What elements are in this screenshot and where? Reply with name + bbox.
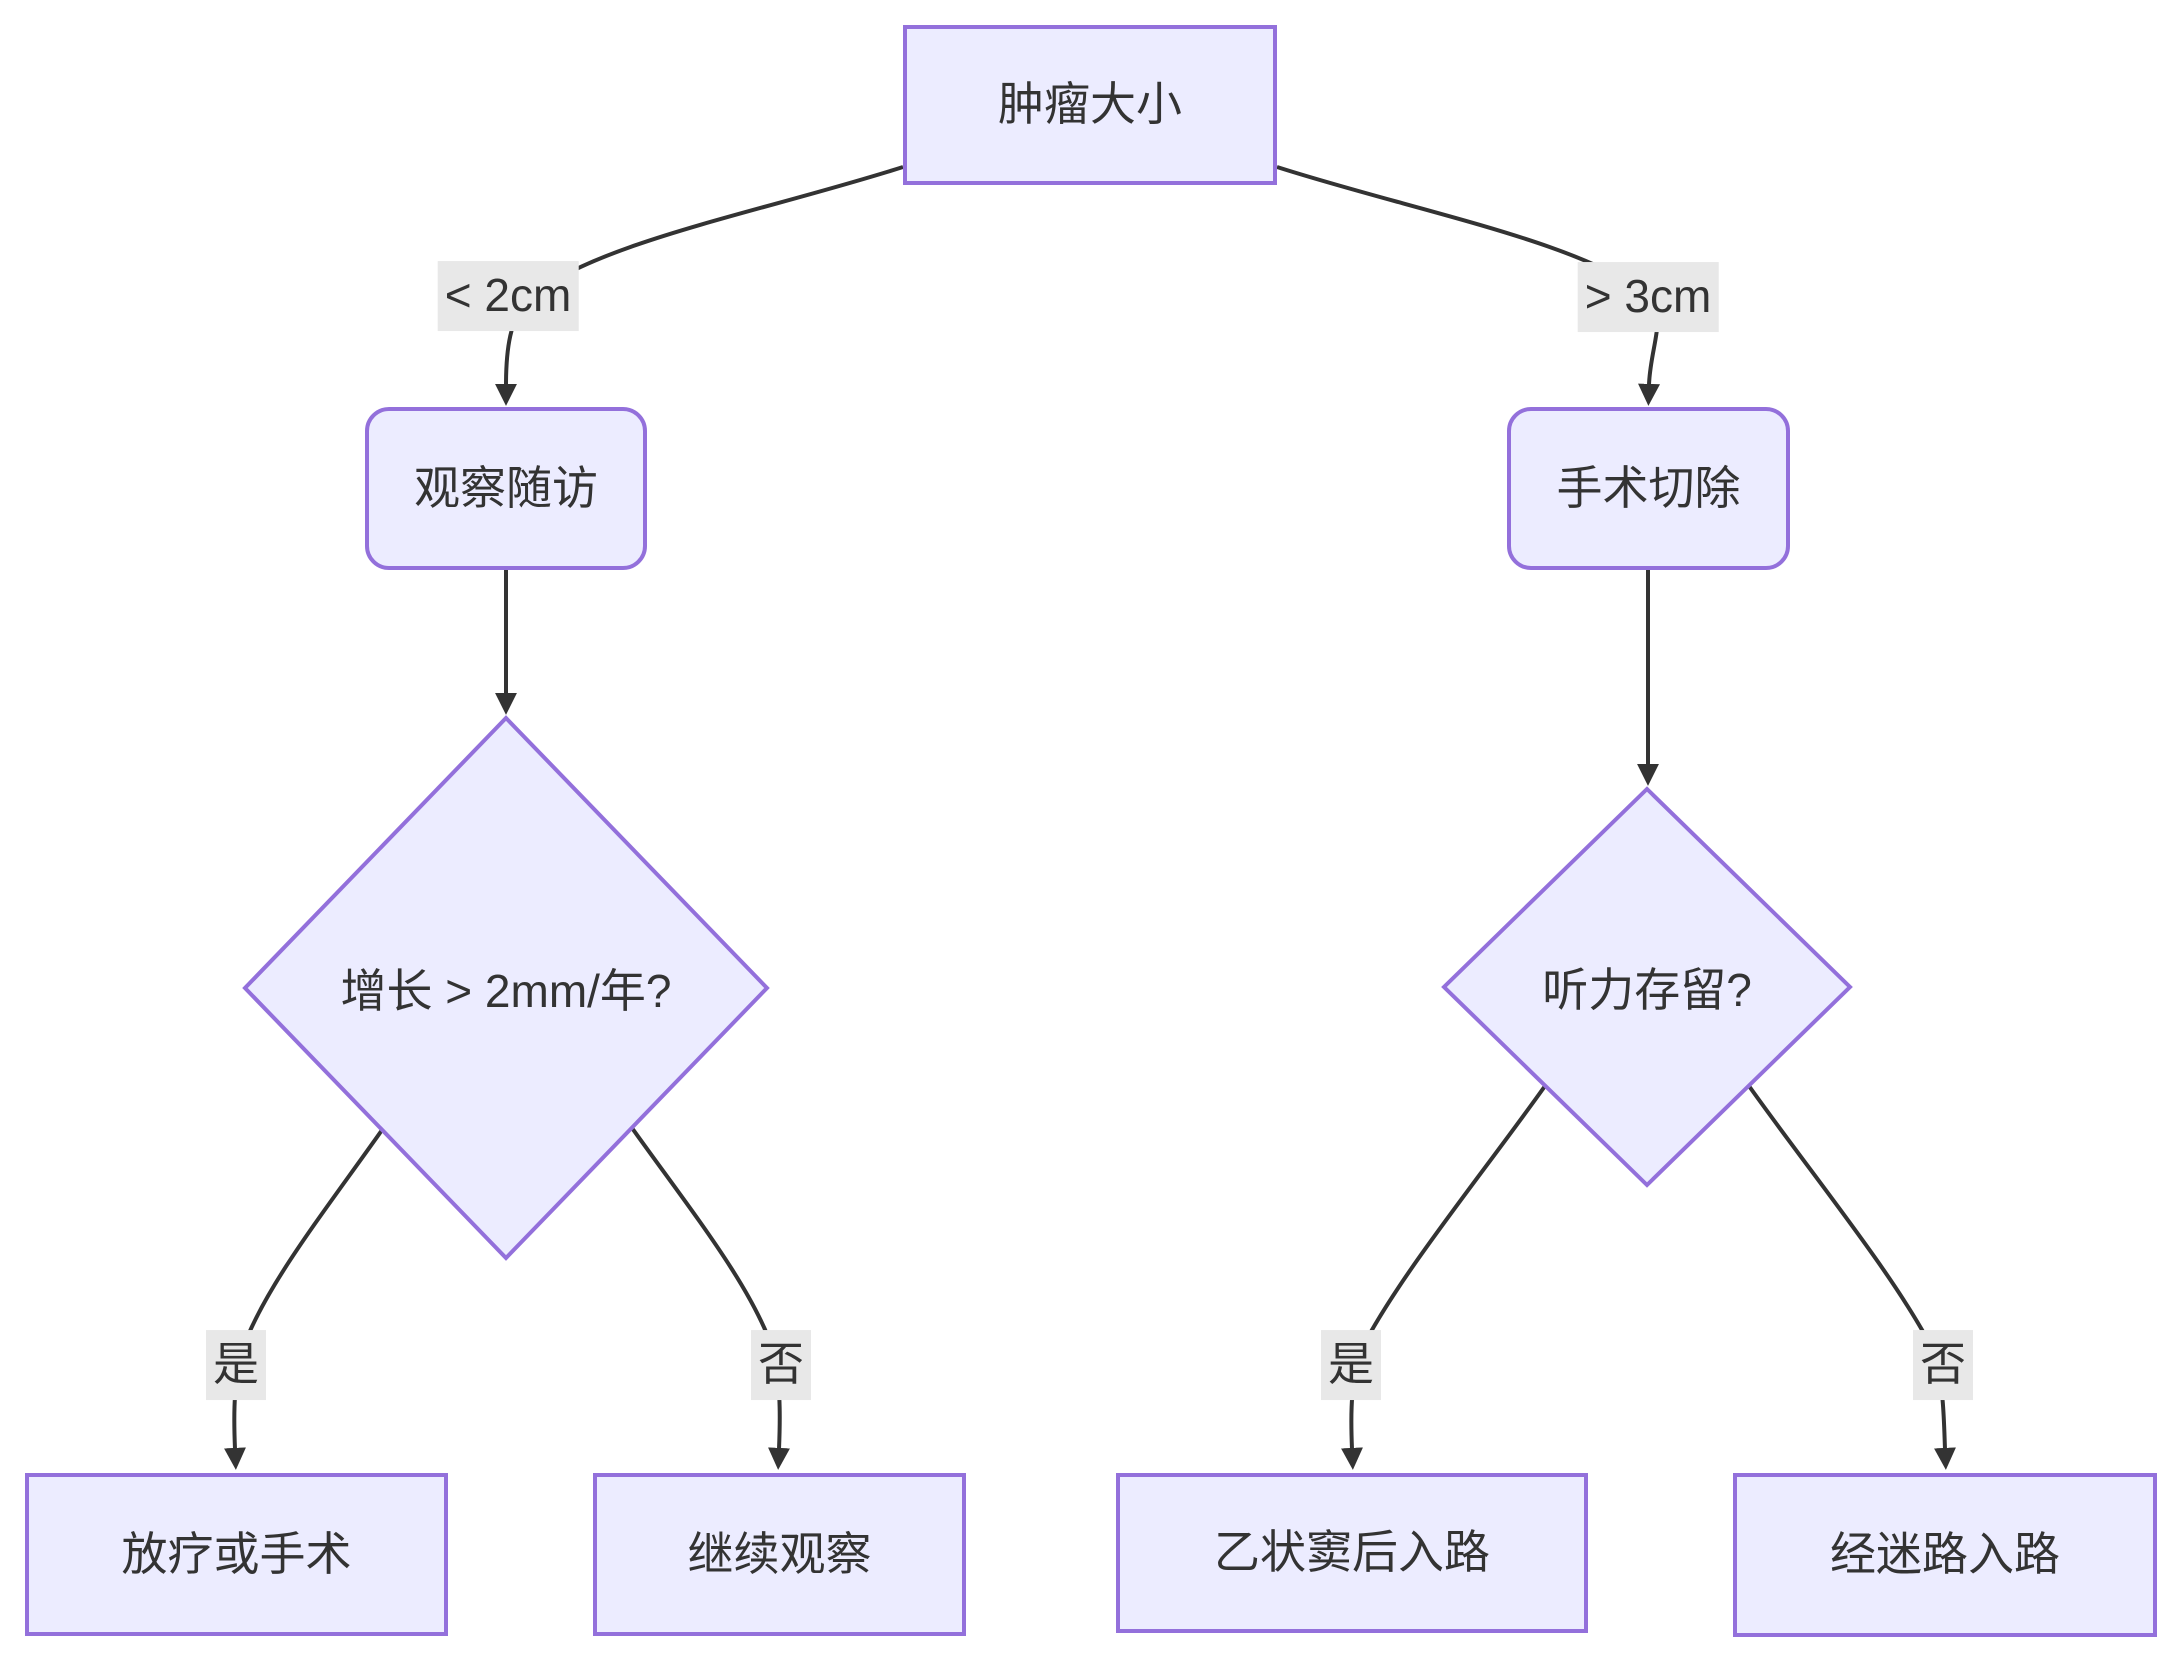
node-continue-observe: 继续观察	[593, 1473, 966, 1636]
decision-hearing-shape	[1441, 786, 1853, 1188]
node-retrosigmoid: 乙状窦后入路	[1116, 1473, 1588, 1633]
decision-growth-shape	[242, 715, 770, 1261]
node-continue-observe-label: 继续观察	[687, 1527, 872, 1580]
edge-label-yes-right: 是	[1321, 1330, 1381, 1400]
decision-growth-label: 增长 > 2mm/年?	[340, 965, 672, 1017]
node-translabyrinthine: 经迷路入路	[1733, 1473, 2157, 1637]
edge-growth-no-to-continue	[630, 1126, 791, 1470]
decision-hearing-label: 听力存留?	[1542, 964, 1752, 1016]
node-surgery-label: 手术切除	[1556, 461, 1741, 514]
edge-label-yes-left: 是	[206, 1330, 266, 1400]
edge-label-gt-3cm: > 3cm	[1577, 262, 1719, 332]
node-retrosigmoid-label: 乙状窦后入路	[1214, 1526, 1490, 1579]
node-tumor-size: 肿瘤大小	[903, 25, 1277, 185]
node-radio-or-surgery: 放疗或手术	[25, 1473, 448, 1636]
edge-hearing-no-to-translabyrinthine	[1747, 1084, 1956, 1470]
node-radio-or-surgery-label: 放疗或手术	[121, 1527, 352, 1580]
edge-tumor-to-observe	[495, 165, 904, 406]
node-translabyrinthine-label: 经迷路入路	[1830, 1528, 2060, 1581]
node-tumor-size-label: 肿瘤大小	[998, 78, 1182, 131]
edge-label-lt-2cm: < 2cm	[437, 261, 579, 331]
edge-label-no-right: 否	[1913, 1330, 1973, 1400]
edge-label-no-left: 否	[751, 1330, 811, 1400]
node-observe: 观察随访	[365, 407, 647, 570]
edge-hearing-yes-to-retrosigmoid	[1340, 1084, 1547, 1470]
edge-growth-yes-to-radio	[223, 1128, 384, 1470]
node-observe-label: 观察随访	[414, 461, 598, 514]
node-surgery: 手术切除	[1507, 407, 1790, 570]
